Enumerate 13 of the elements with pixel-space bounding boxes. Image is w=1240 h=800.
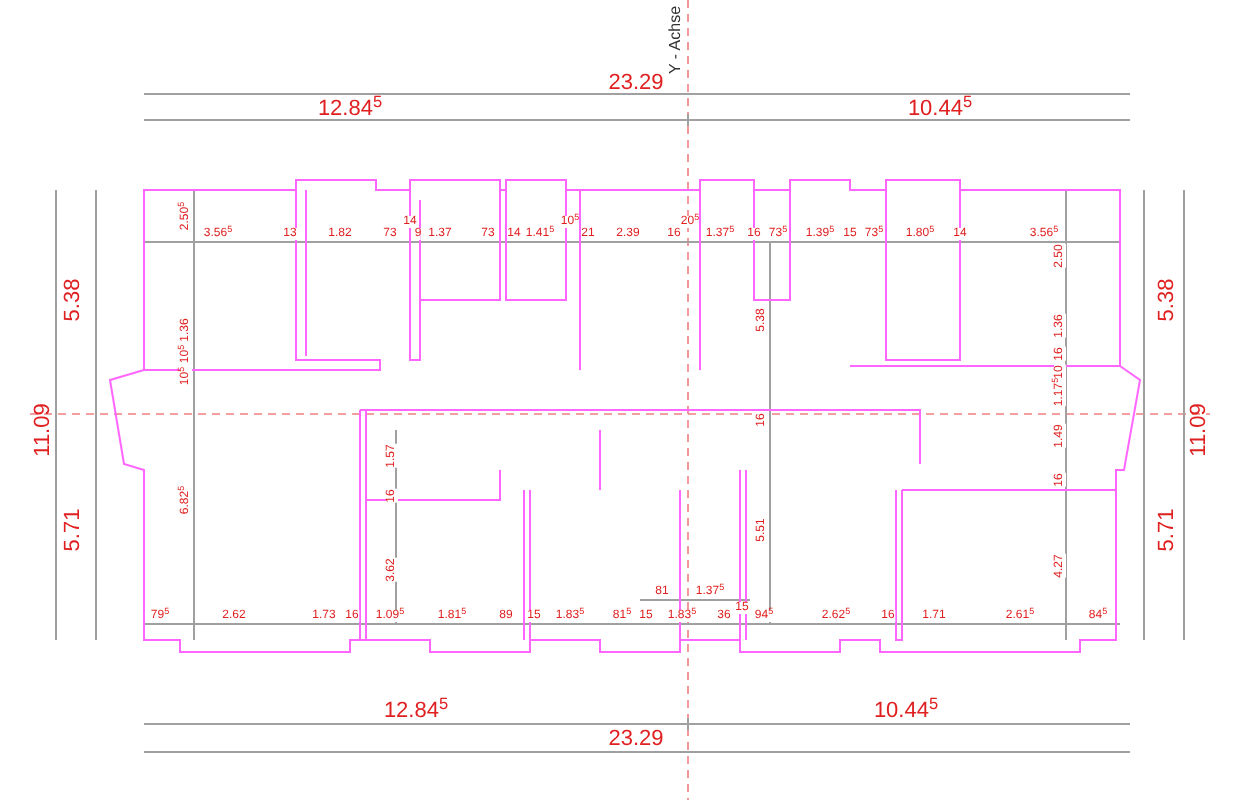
dimension-label: 23.29 [608,73,664,95]
dimension-label: 23.29 [608,729,664,751]
dimension-label: 5.71 [1157,508,1179,552]
dimension-label: 10.44$^{5}$ [907,99,973,121]
dimension-label: 12.84$^{5}$ [383,701,449,723]
dimension-label: 5.71 [63,508,85,552]
dimension-label: 11.09 [1189,403,1211,457]
dimension-label: 5.38 [1157,278,1179,322]
dimension-label: 5.38 [63,278,85,322]
dimension-label: 11.09 [33,403,55,457]
dimension-label: 10.44$^{5}$ [873,701,939,723]
dimension-label: 12.84$^{5}$ [317,99,383,121]
axis-label: Y - Achse [668,5,684,75]
